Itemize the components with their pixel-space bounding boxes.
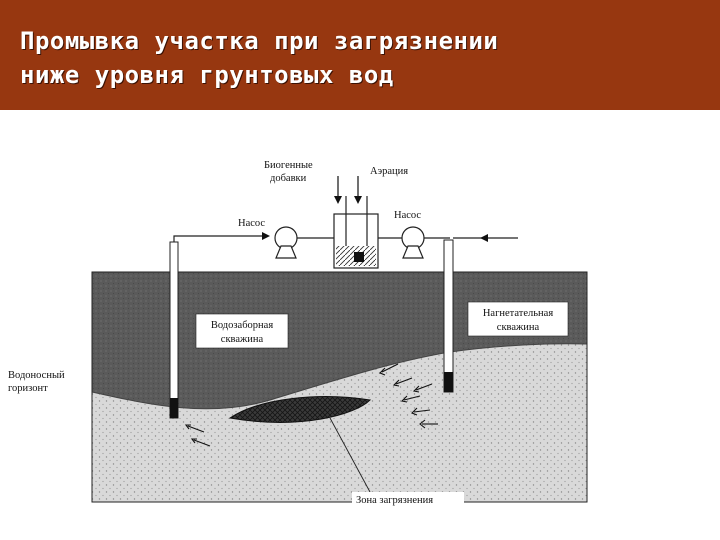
aeration-arrow-icon — [354, 196, 362, 204]
pump-right-label: Насос — [394, 210, 421, 221]
biogenic-label-2: добавки — [270, 173, 307, 184]
aquifer-zone — [92, 343, 587, 502]
contamination-leader-line — [329, 417, 371, 493]
title-banner: Промывка участка при загрязнении ниже ур… — [0, 0, 720, 110]
intake-well-casing — [169, 241, 179, 419]
aquifer-label-1: Водоносный — [8, 370, 65, 381]
slide-title: Промывка участка при загрязнении ниже ур… — [20, 24, 498, 92]
intake-well-label-box — [195, 313, 289, 349]
intake-well-label-2: скважина — [221, 334, 264, 345]
title-line-2: ниже уровня грунтовых вод — [20, 61, 394, 89]
contamination-zone-label: Зона загрязнения — [356, 495, 433, 506]
injection-well-label-2: скважина — [497, 322, 540, 333]
aquifer-label-2: горизонт — [8, 383, 48, 394]
nutrient-arrow-icon — [334, 196, 342, 204]
contamination-plume — [228, 396, 372, 423]
contamination-label-box — [352, 492, 464, 506]
title-line-1: Промывка участка при загрязнении — [20, 27, 499, 55]
pump-right-icon — [401, 226, 425, 259]
ground-frame — [91, 271, 588, 503]
biogenic-label-1: Биогенные — [264, 160, 313, 171]
pump-left-icon — [274, 226, 298, 259]
intake-well-label-1: Водозаборная — [211, 320, 273, 331]
injection-well-screen — [444, 372, 453, 392]
aeration-label: Аэрация — [370, 166, 408, 177]
inlet-flow-arrow — [480, 234, 488, 242]
injection-well-label-1: Нагнетательная — [483, 308, 553, 319]
intake-well-screen — [170, 398, 178, 418]
injection-well-casing — [443, 239, 454, 393]
aquifer-label-box — [4, 366, 88, 396]
pump-left-label: Насос — [238, 218, 265, 229]
intake-flow-arrow — [262, 232, 270, 240]
intake-pipe — [173, 235, 262, 242]
tank-aerator — [354, 252, 364, 262]
flow-arrows — [184, 363, 438, 447]
injection-well-label-box — [467, 301, 569, 337]
